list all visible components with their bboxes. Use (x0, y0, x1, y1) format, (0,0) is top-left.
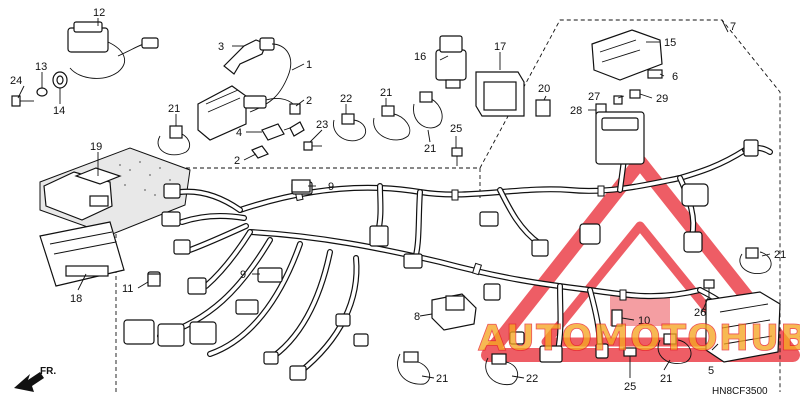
part-6-fuse (647, 69, 663, 79)
part-2-clip-b (289, 121, 305, 137)
part-22-clamp-b (485, 353, 519, 386)
callout-3: 3 (218, 41, 224, 53)
leader-lines (17, 18, 771, 379)
callout-9a: 9 (328, 181, 334, 193)
part-27-fuse (613, 95, 623, 105)
part-21-clamp-f (739, 247, 772, 274)
callout-21f: 21 (774, 249, 786, 261)
callout-12: 12 (93, 7, 105, 19)
part-1-ignition-coil (197, 85, 301, 141)
part-21-clamp-b (373, 105, 411, 141)
part-24-bolt (11, 95, 34, 107)
part-14-grommet (52, 71, 68, 89)
callout-numbers: 12 13 14 24 19 18 3 1 2 4 2 21 23 22 21 … (10, 7, 786, 393)
callout-2a: 2 (306, 95, 312, 107)
front-direction-marker: FR. (14, 366, 56, 392)
part-16-connector (435, 35, 467, 89)
part-29-fuse (629, 89, 641, 99)
callout-18: 18 (70, 293, 82, 305)
part-8-sensor (431, 293, 477, 331)
part-15-fuse-box (591, 29, 663, 81)
part-25-bolt-b (623, 347, 637, 368)
callout-14: 14 (53, 105, 65, 117)
front-label: FR. (40, 366, 56, 377)
callout-13: 13 (35, 61, 47, 73)
callout-21d: 21 (436, 373, 448, 385)
part-9-connector-a (291, 179, 311, 193)
callout-21a: 21 (168, 103, 180, 115)
watermark-word: AUTOMOTOHUB (478, 318, 800, 359)
part-18-ecu (39, 221, 125, 287)
callout-21c: 21 (424, 143, 436, 155)
part-23-bolt (303, 141, 322, 151)
part-26-bolt (703, 279, 715, 300)
callout-15: 15 (664, 37, 676, 49)
part-20-clip (535, 99, 551, 117)
callout-25b: 25 (624, 381, 636, 393)
part-2-clip (251, 145, 269, 159)
harness-connectors (123, 111, 759, 381)
part-11-relay (147, 273, 161, 287)
part-22-clamp-a (333, 113, 366, 142)
callout-20: 20 (538, 83, 550, 95)
callout-1: 1 (306, 59, 312, 71)
callout-21b: 21 (380, 87, 392, 99)
callout-29: 29 (656, 93, 668, 105)
callout-8: 8 (414, 311, 420, 323)
callout-26: 26 (694, 307, 706, 319)
callout-2b: 2 (234, 155, 240, 167)
callout-22b: 22 (526, 373, 538, 385)
callout-17: 17 (494, 41, 506, 53)
callout-27: 27 (588, 91, 600, 103)
callout-24: 24 (10, 75, 22, 87)
part-5-regulator (705, 291, 781, 363)
callout-25a: 25 (450, 123, 462, 135)
watermark-logo (481, 155, 800, 362)
diagram-code: HN8CF3500 (712, 386, 768, 397)
part-12-relay (67, 21, 159, 79)
callout-23: 23 (316, 119, 328, 131)
part-17-cover (475, 71, 525, 117)
part-21-clamp-c (413, 91, 443, 129)
callout-10: 10 (638, 315, 650, 327)
part-19-ecu-cover (39, 147, 191, 236)
callout-11: 11 (122, 283, 133, 295)
part-25-bolt-a (451, 147, 463, 166)
callout-5: 5 (708, 365, 714, 377)
callout-16: 16 (414, 51, 426, 63)
watermark-text: AUTOMOTOHUB (478, 318, 800, 360)
callout-21e: 21 (660, 373, 672, 385)
part-4-sensor (261, 123, 297, 141)
part-21-clamp-d (397, 351, 431, 385)
callout-7: 7 (730, 21, 736, 33)
callout-19: 19 (90, 141, 102, 153)
callout-9b: 9 (240, 269, 246, 281)
part-21-clamp-e (657, 333, 692, 364)
callout-28: 28 (570, 105, 582, 117)
callout-22a: 22 (340, 93, 352, 105)
part-21-clamp-a (157, 125, 190, 156)
part-13-washer (36, 87, 48, 97)
callout-6: 6 (672, 71, 678, 83)
callout-4: 4 (236, 127, 242, 139)
